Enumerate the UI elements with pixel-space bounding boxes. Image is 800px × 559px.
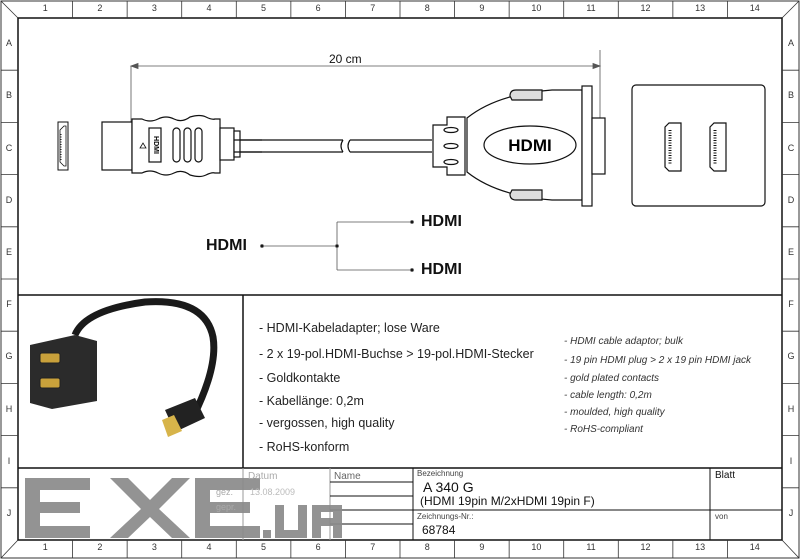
name-label: Name (334, 471, 361, 482)
hdmi-adapter-drawing (432, 85, 606, 207)
row-label: A (787, 38, 794, 49)
column-label: 8 (424, 3, 430, 13)
row-label: H (5, 403, 13, 414)
title-block (18, 467, 782, 540)
column-label: 10 (531, 542, 542, 552)
row-label: E (787, 246, 794, 257)
column-label: 9 (479, 542, 485, 552)
hdmi-plug-drawing (101, 114, 432, 178)
row-label: I (789, 455, 793, 466)
schematic-input-label: HDMI (206, 237, 247, 254)
von-label: von (715, 512, 728, 521)
ruler-tick (781, 0, 800, 19)
column-label: 2 (97, 3, 103, 13)
column-label: 4 (206, 3, 212, 13)
ruler-tick (0, 0, 19, 19)
column-label: 6 (315, 3, 321, 13)
column-label: 10 (531, 3, 542, 13)
row-label: I (7, 455, 11, 466)
row-label: E (5, 246, 12, 257)
feature-en: - gold plated contacts (564, 373, 660, 384)
datum-label: Datum (248, 471, 278, 482)
column-label: 3 (151, 542, 157, 552)
adapter-label: HDMI (508, 136, 551, 155)
feature-en: - 19 pin HDMI plug > 2 x 19 pin HDMI jac… (564, 355, 752, 366)
column-label: 13 (695, 542, 706, 552)
row-label: B (787, 90, 794, 101)
column-label: 8 (424, 542, 430, 552)
feature-en: - moulded, high quality (564, 407, 665, 418)
product-photo (30, 298, 218, 437)
column-label: 1 (42, 542, 48, 552)
row-label: D (787, 194, 795, 205)
zeichnungs-nr-label: Zeichnungs-Nr.: (417, 512, 474, 521)
column-label: 11 (586, 3, 596, 13)
column-label: 5 (261, 3, 267, 13)
gez-label: gez. (216, 487, 234, 497)
row-label: G (5, 351, 13, 362)
dimension-line (129, 50, 602, 122)
date-value: 13.08.2009 (250, 487, 296, 497)
article-number: A 340 G (423, 479, 474, 495)
row-label: A (5, 38, 12, 49)
column-label: 5 (261, 542, 267, 552)
column-label: 14 (749, 542, 760, 552)
column-label: 3 (151, 3, 157, 13)
article-description: (HDMI 19pin M/2xHDMI 19pin F) (420, 494, 595, 508)
column-label: 4 (206, 542, 212, 552)
gepr-label: gepr. (216, 502, 237, 512)
row-label: J (6, 507, 12, 518)
column-label: 9 (479, 3, 485, 13)
column-label: 2 (97, 542, 103, 552)
column-label: 12 (640, 542, 651, 552)
feature-en: - cable length: 0,2m (564, 390, 652, 401)
exe-ua-watermark-logo (25, 478, 342, 538)
plug-label: HDMI (152, 136, 159, 154)
column-label: 14 (749, 3, 760, 13)
column-label: 7 (370, 542, 376, 552)
column-label: 13 (695, 3, 706, 13)
feature-de: - 2 x 19-pol.HDMI-Buchse > 19-pol.HDMI-S… (259, 347, 534, 361)
row-label: F (6, 299, 12, 310)
row-label: D (5, 194, 13, 205)
column-label: 1 (42, 3, 48, 13)
blatt-label: Blatt (715, 470, 736, 481)
dual-socket-front-icon (631, 84, 766, 207)
feature-en: - HDMI cable adaptor; bulk (564, 336, 683, 347)
feature-de: - RoHS-konform (259, 440, 350, 454)
column-label: 12 (640, 3, 651, 13)
row-label: C (5, 142, 13, 153)
feature-en: - RoHS-compliant (564, 424, 643, 435)
ruler-tick (0, 539, 19, 559)
feature-de: - Goldkontakte (259, 371, 341, 385)
drawing-number: 68784 (422, 523, 456, 537)
row-label: F (788, 299, 794, 310)
row-label: C (787, 142, 795, 153)
split-schematic (260, 220, 414, 272)
row-label: H (787, 403, 795, 414)
dimension-label: 20 cm (329, 52, 362, 66)
feature-de: - Kabellänge: 0,2m (259, 394, 364, 408)
feature-de: - HDMI-Kabeladapter; lose Ware (259, 321, 440, 335)
inner-frame (17, 17, 783, 541)
hdmi-socket-front-icon (57, 121, 69, 171)
column-label: 7 (370, 3, 376, 13)
column-label: 6 (315, 542, 321, 552)
schematic-output-bottom-label: HDMI (421, 261, 462, 278)
bezeichnung-label: Bezeichnung (417, 469, 464, 478)
ruler-tick (781, 539, 800, 559)
column-label: 11 (586, 542, 596, 552)
row-label: G (787, 351, 795, 362)
row-label: J (788, 507, 794, 518)
schematic-output-top-label: HDMI (421, 213, 462, 230)
feature-de: - vergossen, high quality (259, 416, 395, 430)
row-label: B (5, 90, 12, 101)
